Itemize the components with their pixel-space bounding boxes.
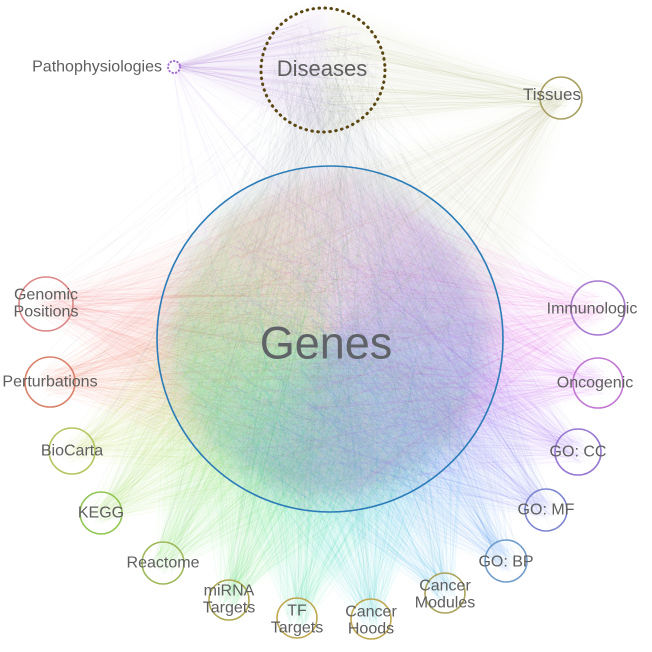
- edge-bundle-diseases-go-mf: [278, 30, 560, 530]
- node-circle-kegg[interactable]: [79, 491, 123, 535]
- edge-bundle-diseases-go-bp: [293, 28, 524, 571]
- node-circle-cancer-hoods[interactable]: [350, 598, 392, 640]
- node-circle-cancer-modules[interactable]: [424, 572, 466, 614]
- node-circle-go-bp[interactable]: [484, 539, 528, 583]
- edge-bundle-diseases-immunologic: [310, 32, 610, 329]
- node-circle-tf-targets[interactable]: [276, 597, 318, 639]
- edge-bundle-diseases-mirna-targets: [226, 68, 371, 607]
- node-circle-tissues[interactable]: [539, 76, 583, 120]
- node-circle-oncogenic[interactable]: [572, 357, 624, 409]
- node-circle-reactome[interactable]: [141, 541, 185, 585]
- node-circle-go-mf[interactable]: [524, 488, 568, 532]
- node-circle-genomic-positions[interactable]: [18, 276, 74, 332]
- node-circle-perturbations[interactable]: [24, 356, 76, 408]
- edge-bundle-diseases-biocarta: [65, 28, 369, 464]
- edge-bundle-diseases-cancer-hoods: [278, 37, 388, 635]
- edge-bundle-tissues-diseases: [265, 8, 572, 132]
- node-circle-diseases[interactable]: [259, 6, 387, 134]
- edge-bundle-diseases-oncogenic: [294, 33, 621, 395]
- node-circle-immunologic[interactable]: [570, 280, 626, 336]
- node-circle-go-cc[interactable]: [554, 428, 602, 476]
- node-circle-biocarta[interactable]: [48, 427, 96, 475]
- node-circle-pathophysiologies[interactable]: [167, 60, 181, 74]
- edge-bundle-diseases-genomic-positions: [26, 45, 364, 318]
- edge-bundle-diseases-cancer-modules: [323, 32, 449, 611]
- edge-bundle-diseases-perturbations: [34, 43, 367, 402]
- node-circle-genes[interactable]: [156, 165, 504, 513]
- edge-bundle-diseases-genes: [157, 20, 503, 501]
- node-circle-mirna-targets[interactable]: [208, 579, 250, 621]
- edge-bundle-diseases-kegg: [88, 46, 367, 524]
